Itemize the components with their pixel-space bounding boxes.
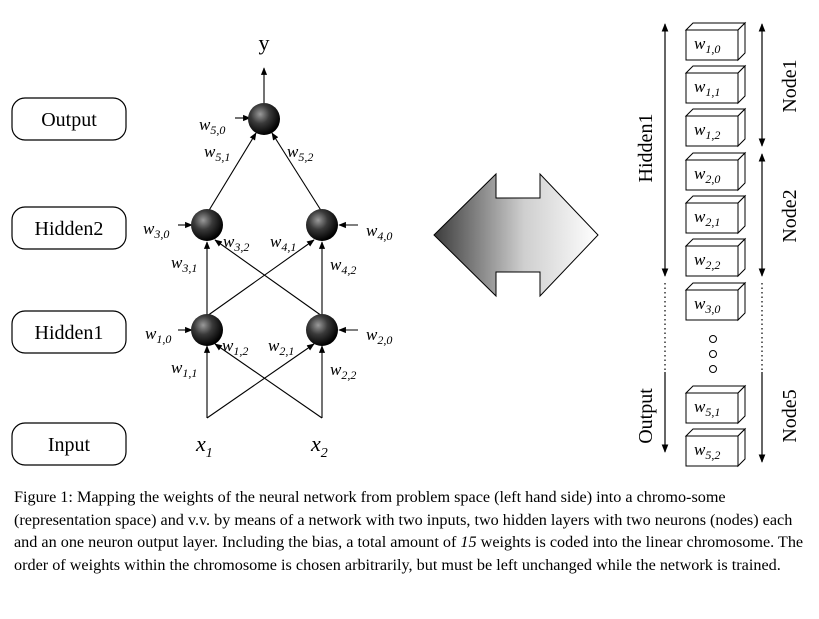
weight-w22: w2,2 xyxy=(330,360,356,382)
layer-label-hidden2: Hidden2 xyxy=(11,206,127,250)
neuron-node2 xyxy=(306,314,338,346)
layer-label-input: Input xyxy=(11,422,127,466)
network-connections xyxy=(178,67,358,419)
chromosome-gene: w5,2 xyxy=(684,427,747,468)
svg-text:Output: Output xyxy=(41,109,97,131)
chromosome-gene: w5,1 xyxy=(684,384,747,425)
input-x1-label: x1 xyxy=(195,431,213,461)
neuron-node4 xyxy=(306,209,338,241)
output-y-label: y xyxy=(259,30,270,55)
chromosome-gene-label: w5,2 xyxy=(694,440,720,462)
weight-w11: w1,1 xyxy=(171,358,197,380)
chromosome-ellipsis xyxy=(709,335,717,373)
weight-w50: w5,0 xyxy=(199,115,225,137)
edge-n1-n4 xyxy=(206,239,315,317)
chromosome-label-node2: Node2 xyxy=(779,189,801,242)
chromosome-column: w1,0 w1,1 w1,2 w2,0 w2,1 w2,2 w3,0 w5,1 w5,2 xyxy=(684,21,747,468)
weight-w31: w3,1 xyxy=(171,253,197,275)
edge-x2-n1 xyxy=(214,343,323,419)
chromosome-gene-label: w1,2 xyxy=(694,120,720,142)
weight-w51: w5,1 xyxy=(204,142,230,164)
chromosome-gene: w2,0 xyxy=(684,151,747,192)
edge-n3-n5 xyxy=(207,132,257,213)
weight-w41: w4,1 xyxy=(270,232,296,254)
weight-w32: w3,2 xyxy=(223,232,249,254)
chromosome-label-node1: Node1 xyxy=(779,59,801,112)
neuron-node1 xyxy=(191,314,223,346)
chromosome-gene: w2,2 xyxy=(684,237,747,278)
weight-w52: w5,2 xyxy=(287,142,313,164)
svg-text:Input: Input xyxy=(48,434,91,456)
weight-w10: w1,0 xyxy=(145,324,171,346)
chromosome-gene: w3,0 xyxy=(684,281,747,322)
edge-n2-n3 xyxy=(214,239,323,317)
chromosome-label-node5: Node5 xyxy=(779,389,801,442)
chromosome-label-hidden1: Hidden1 xyxy=(635,114,657,183)
weight-w12: w1,2 xyxy=(222,336,248,358)
chromosome-gene-label: w5,1 xyxy=(694,397,720,419)
chromosome-gene: w1,2 xyxy=(684,107,747,148)
mapping-double-arrow xyxy=(433,172,599,298)
weight-w40: w4,0 xyxy=(366,221,392,243)
svg-text:Hidden1: Hidden1 xyxy=(35,322,104,344)
neuron-node5 xyxy=(248,103,280,135)
layer-label-hidden1: Hidden1 xyxy=(11,310,127,354)
chromosome-gene-label: w3,0 xyxy=(694,294,720,316)
chromosome-gene-label: w2,0 xyxy=(694,164,720,186)
input-x2-label: x2 xyxy=(310,431,328,461)
chromosome-gene-label: w2,2 xyxy=(694,250,720,272)
figure-caption: Figure 1: Mapping the weights of the neu… xyxy=(14,488,804,574)
weight-w20: w2,0 xyxy=(366,325,392,347)
chromosome-label-output: Output xyxy=(635,388,657,444)
layer-label-output: Output xyxy=(11,97,127,141)
weight-w30: w3,0 xyxy=(143,219,169,241)
weight-labels: w5,0 w5,1 w5,2 w3,0 w3,2 w4,1 w4,0 w3,1 … xyxy=(143,115,392,382)
chromosome-gene-label: w1,1 xyxy=(694,77,720,99)
weight-w21: w2,1 xyxy=(268,336,294,358)
neuron-node3 xyxy=(191,209,223,241)
chromosome-gene: w1,1 xyxy=(684,64,747,105)
chromosome-gene: w1,0 xyxy=(684,21,747,62)
edge-n4-n5 xyxy=(271,132,323,213)
chromosome-gene: w2,1 xyxy=(684,194,747,235)
svg-text:Hidden2: Hidden2 xyxy=(35,218,104,240)
weight-w42: w4,2 xyxy=(330,255,356,277)
chromosome-gene-label: w2,1 xyxy=(694,207,720,229)
edge-x1-n2 xyxy=(206,343,315,419)
chromosome-gene-label: w1,0 xyxy=(694,34,720,56)
